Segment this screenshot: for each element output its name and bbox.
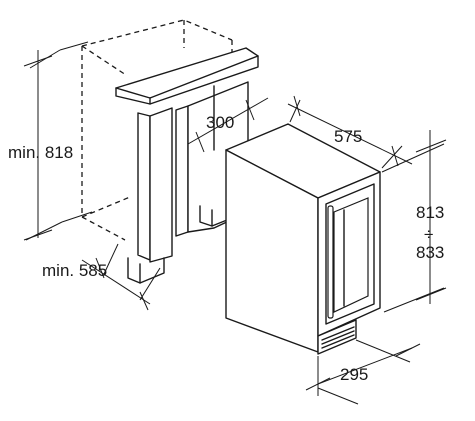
door-glass xyxy=(333,197,369,313)
dim-niche-depth: min. 585 xyxy=(42,243,161,311)
label-unit-width: 295 xyxy=(340,365,368,384)
dim-unit-height: 813 ÷ 833 xyxy=(381,130,447,313)
label-unit-height-separator: ÷ xyxy=(424,225,433,244)
label-niche-depth: min. 585 xyxy=(42,261,107,280)
countertop xyxy=(115,47,259,105)
wine-cooler-unit xyxy=(225,123,381,355)
label-unit-height-min: 833 xyxy=(416,243,444,262)
dim-plinth-depth: 300 xyxy=(187,97,269,153)
label-niche-height: min. 818 xyxy=(8,143,73,162)
label-unit-depth: 575 xyxy=(334,127,362,146)
dim-unit-depth: 575 xyxy=(287,95,413,169)
label-unit-height-max: 813 xyxy=(416,203,444,222)
dim-unit-width: 295 xyxy=(305,339,421,405)
cabinet-left-panel xyxy=(149,107,173,263)
cabinet-right-panel-edge xyxy=(175,105,189,237)
door-handle[interactable] xyxy=(327,205,334,319)
cabinet-left-panel-edge xyxy=(137,112,151,261)
label-plinth-depth: 300 xyxy=(206,113,234,132)
dim-niche-height: min. 818 xyxy=(8,41,93,241)
